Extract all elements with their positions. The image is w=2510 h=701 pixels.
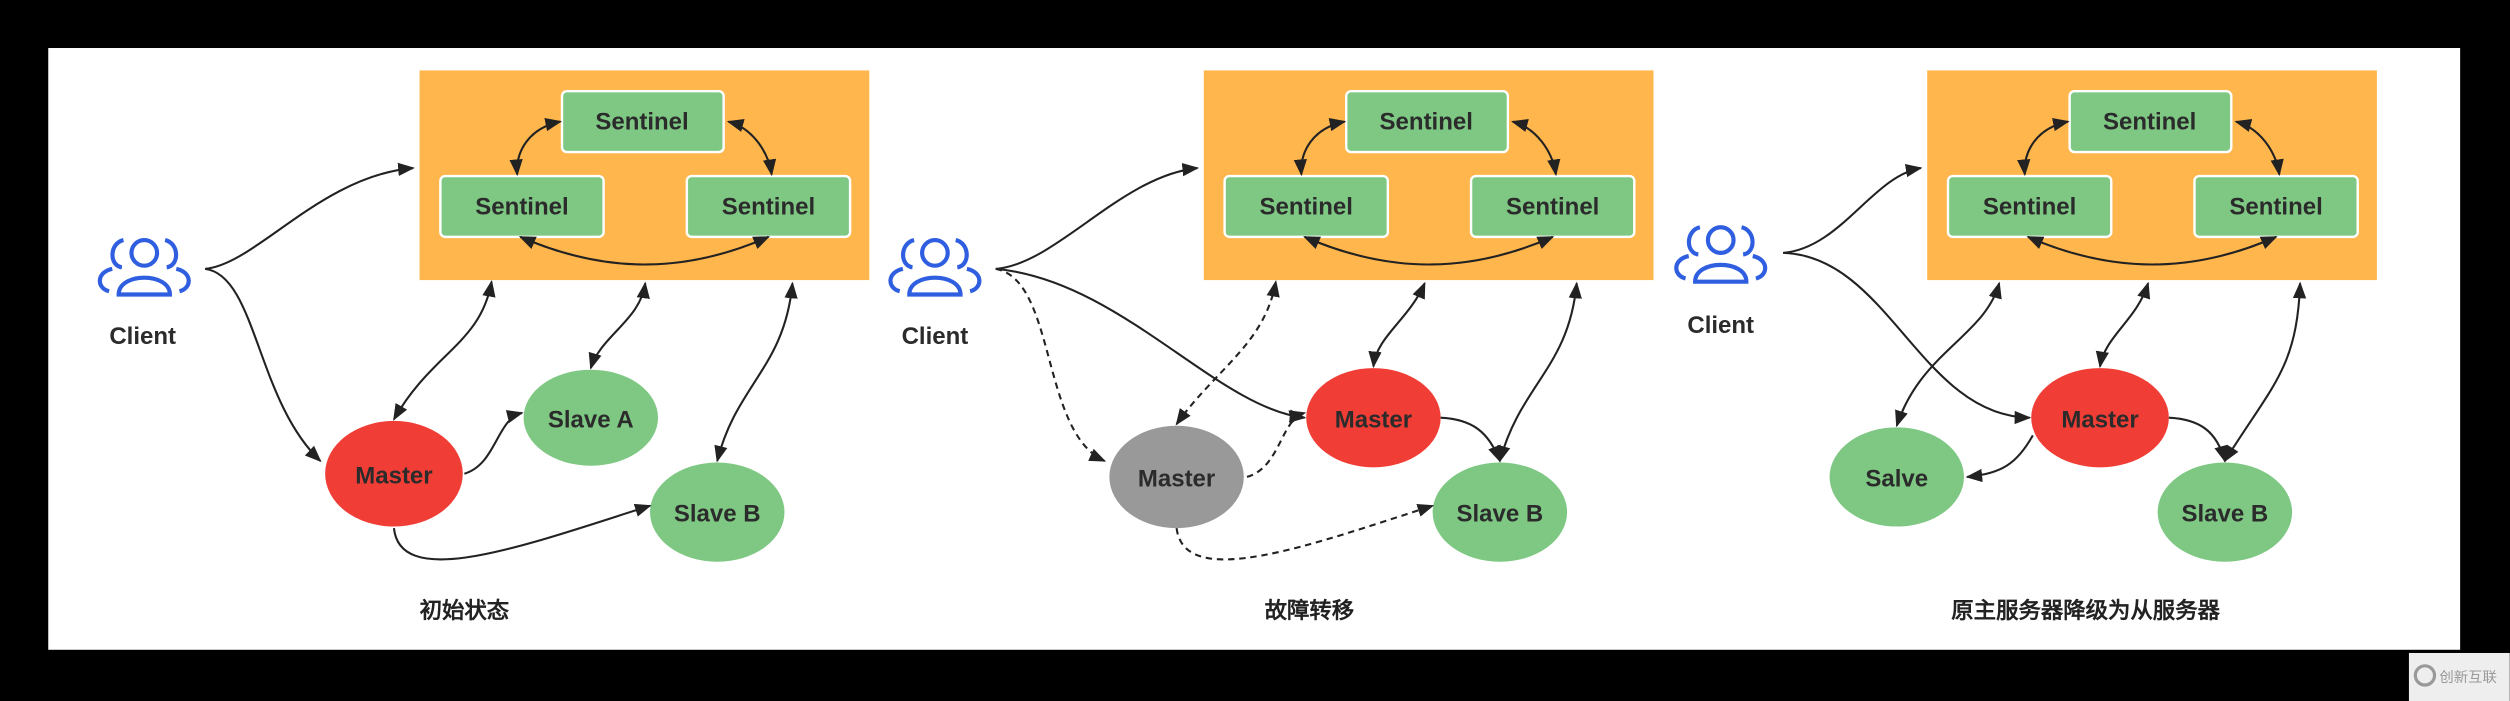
client-label: Client — [1687, 312, 1754, 339]
svg-text:Salve: Salve — [1865, 465, 1928, 492]
master-node: Master — [2031, 368, 2169, 468]
sentinel-top: Sentinel — [2068, 90, 2233, 154]
sentinel-left: Sentinel — [1946, 174, 2113, 239]
svg-text:Sentinel: Sentinel — [722, 193, 815, 220]
edges — [995, 118, 1582, 561]
sentinel-left: Sentinel — [1223, 174, 1390, 239]
sentinel-top: Sentinel — [560, 90, 725, 154]
sentinel-right: Sentinel — [2193, 174, 2359, 239]
edges — [204, 118, 798, 561]
caption: 原主服务器降级为从服务器 — [1951, 597, 2220, 624]
svg-text:Slave A: Slave A — [548, 406, 634, 433]
slave-b-node: Slave B — [1432, 462, 1568, 562]
svg-text:Master: Master — [2061, 406, 2138, 433]
panel-initial-state: Sentinel Sentinel Sentinel Client Master… — [100, 70, 870, 624]
panel-demote-old-master: Sentinel Sentinel Sentinel Client Master… — [1676, 70, 2377, 624]
master-node: Master — [325, 420, 463, 527]
new-master-node: Master — [1306, 368, 1441, 468]
svg-text:Sentinel: Sentinel — [2103, 109, 2196, 136]
svg-text:Slave B: Slave B — [1457, 501, 1544, 528]
svg-text:Sentinel: Sentinel — [1983, 193, 2076, 220]
slave-b-node: Slave B — [2157, 462, 2293, 562]
sentinel-right: Sentinel — [1469, 174, 1636, 239]
svg-text:Sentinel: Sentinel — [1260, 193, 1353, 220]
svg-text:Master: Master — [355, 462, 432, 489]
panel-failover: Sentinel Sentinel Sentinel Client Master… — [890, 70, 1654, 624]
svg-text:Sentinel: Sentinel — [1506, 193, 1599, 220]
svg-text:创新互联: 创新互联 — [2439, 669, 2497, 686]
sentinel-top: Sentinel — [1345, 90, 1510, 154]
sentinel-left: Sentinel — [439, 174, 605, 239]
slave-a-node: Slave A — [523, 369, 659, 466]
watermark: 创新互联 — [2408, 652, 2510, 701]
svg-text:Sentinel: Sentinel — [475, 193, 568, 220]
svg-text:Master: Master — [1138, 465, 1215, 492]
svg-text:Slave B: Slave B — [2182, 501, 2269, 528]
caption: 初始状态 — [420, 597, 510, 624]
svg-text:Master: Master — [1335, 406, 1412, 433]
edges — [1783, 118, 2307, 483]
failed-master-node: Master — [1109, 425, 1244, 529]
salve-node: Salve — [1829, 427, 1965, 527]
slave-b-node: Slave B — [650, 462, 785, 562]
svg-text:Slave B: Slave B — [674, 501, 761, 528]
svg-text:Sentinel: Sentinel — [2229, 193, 2322, 220]
watermark-logo-icon — [2413, 664, 2437, 687]
sentinel-right: Sentinel — [685, 174, 852, 239]
caption: 故障转移 — [1265, 597, 1355, 624]
client-label: Client — [902, 323, 969, 350]
svg-text:Sentinel: Sentinel — [595, 109, 688, 136]
svg-text:Sentinel: Sentinel — [1380, 109, 1473, 136]
client-label: Client — [109, 323, 176, 350]
